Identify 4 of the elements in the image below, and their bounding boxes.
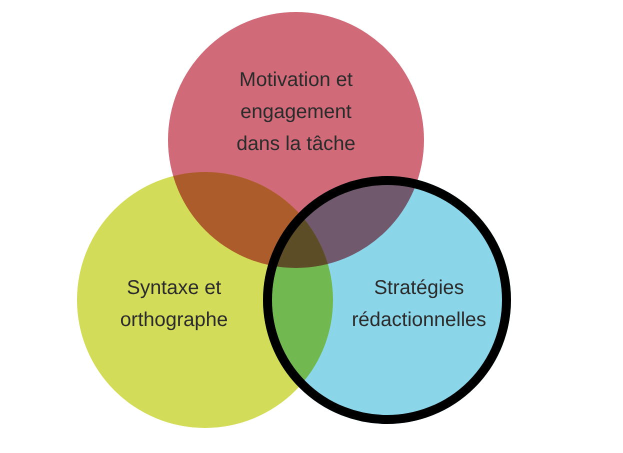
venn-circle [263, 176, 511, 424]
circle-label: Motivation et engagement dans la tâche [236, 68, 356, 157]
circle-label: Stratégies rédactionnelles [350, 276, 488, 333]
circle-label: Syntaxe et orthographe [119, 276, 229, 333]
